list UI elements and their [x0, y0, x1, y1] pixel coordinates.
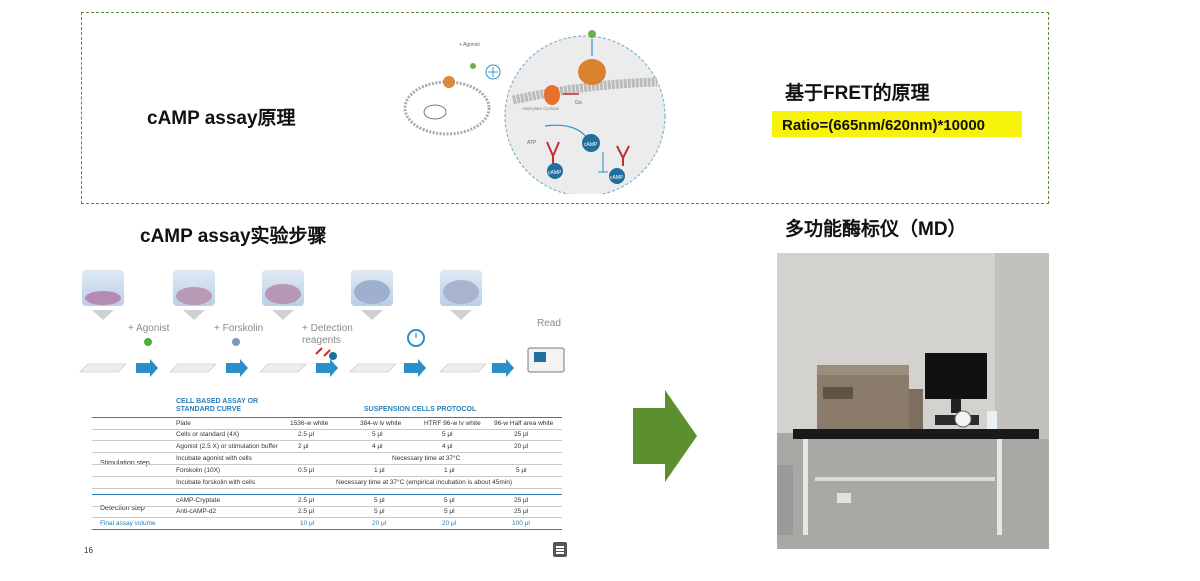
table-row-final: Final assay volume 10 μl 20 μl 20 μl 100…: [92, 518, 562, 530]
table-head-left: CELL BASED ASSAY OR STANDARD CURVE: [176, 398, 259, 413]
gpcr-receptor: [578, 59, 606, 85]
camp-molecule-bound: [547, 163, 563, 179]
camp-molecule: [582, 134, 600, 152]
table-row: Agonist (2.5 X) or stimulation buffer 2 …: [92, 441, 562, 453]
svg-text:cAMP: cAMP: [584, 142, 598, 148]
atp-label: ATP: [527, 140, 537, 146]
step-arrow-5: [492, 359, 514, 377]
step-label-detection: + Detection reagents: [302, 323, 353, 346]
step-label-agonist: + Agonist: [128, 323, 170, 334]
tube-forskolin: [262, 270, 304, 320]
membrane: [512, 77, 658, 105]
plate-5: [439, 363, 487, 373]
table-head-right: SUSPENSION CELLS PROTOCOL: [364, 406, 477, 413]
assay-steps: + Agonist + Forskolin + Detection reagen…: [70, 264, 570, 388]
cell-outline: [403, 80, 491, 136]
magnified-view: [504, 35, 666, 194]
section-detection: Detection step: [100, 505, 145, 512]
tube-agonist: [173, 270, 215, 320]
plate-1: [79, 363, 127, 373]
protocol-table: CELL BASED ASSAY OR STANDARD CURVE SUSPE…: [92, 398, 562, 538]
table-row: Forskolin (10X) 0.5 μl 1 μl 1 μl 5 μl: [92, 465, 562, 477]
antibody-icon: [546, 141, 560, 164]
document-icon: [553, 542, 567, 557]
adenylate-label: Adenylate Cyclase: [522, 106, 560, 111]
instrument-title: 多功能酶标仪（MD）: [785, 219, 967, 240]
step-arrow-3: [316, 359, 338, 377]
agonist-label: + Agonist: [459, 42, 480, 48]
agonist-dot: [588, 30, 596, 38]
table-row: Anti-cAMP-d2 2.5 μl 5 μl 5 μl 25 μl: [92, 506, 562, 518]
tube-cells: [82, 270, 124, 320]
fret-principle-title: 基于FRET的原理: [785, 83, 930, 104]
gi-protein: [544, 85, 560, 105]
steps-illustration: [79, 270, 565, 377]
nucleus: [423, 104, 447, 120]
tube-detection: [351, 270, 393, 320]
table-row: Incubate agonist with cells Necessary ti…: [92, 453, 562, 465]
plate-reader-photo: [777, 253, 1049, 549]
lab-bench: [793, 429, 1039, 439]
big-right-arrow: [633, 390, 697, 482]
table-header-row: Plate 1536-w white 384-w lv white HTRF 9…: [92, 417, 562, 430]
tube-incubate: [440, 270, 482, 320]
section-stimulation: Stimulation step: [100, 460, 150, 467]
step-label-read: Read: [537, 318, 561, 329]
plate-2: [169, 363, 217, 373]
fret-ratio-formula: Ratio=(665nm/620nm)*10000: [772, 111, 1022, 137]
plate-3: [259, 363, 307, 373]
spectramax-instrument: [817, 371, 909, 429]
step-label-forskolin: + Forskolin: [214, 323, 264, 334]
detection-reagent-icon: [315, 347, 331, 357]
agonist-dot-small: [470, 63, 476, 69]
page-number: 16: [84, 546, 93, 555]
table-row: Incubate forskolin with cells Necessary …: [92, 477, 562, 489]
receptor-small: [443, 76, 455, 88]
agonist-drop: [144, 338, 152, 346]
principle-box: [81, 12, 1049, 204]
table-row: cAMP-Cryptate 2.5 μl 5 μl 5 μl 25 μl: [92, 494, 562, 507]
camp-molecule-tracer: [609, 168, 625, 184]
table-row: Cells or standard (4X) 2.5 μl 5 μl 5 μl …: [92, 429, 562, 441]
step-arrow-2: [226, 359, 248, 377]
steps-title: cAMP assay实验步骤: [140, 226, 327, 247]
svg-text:cAMP: cAMP: [548, 170, 562, 176]
plate-4: [349, 363, 397, 373]
computer-monitor: [925, 353, 987, 399]
camp-principle-title: cAMP assay原理: [147, 108, 296, 129]
camp-mechanism-diagram: + Agonist Gα Adenylate Cyclase ATP cAMP …: [403, 30, 666, 194]
step-arrow-4: [404, 359, 426, 377]
gi-label: Gα: [575, 100, 582, 106]
svg-text:cAMP: cAMP: [610, 175, 624, 181]
step-arrow-1: [136, 359, 158, 377]
forskolin-drop: [232, 338, 240, 346]
antibody-icon-free: [616, 145, 630, 166]
